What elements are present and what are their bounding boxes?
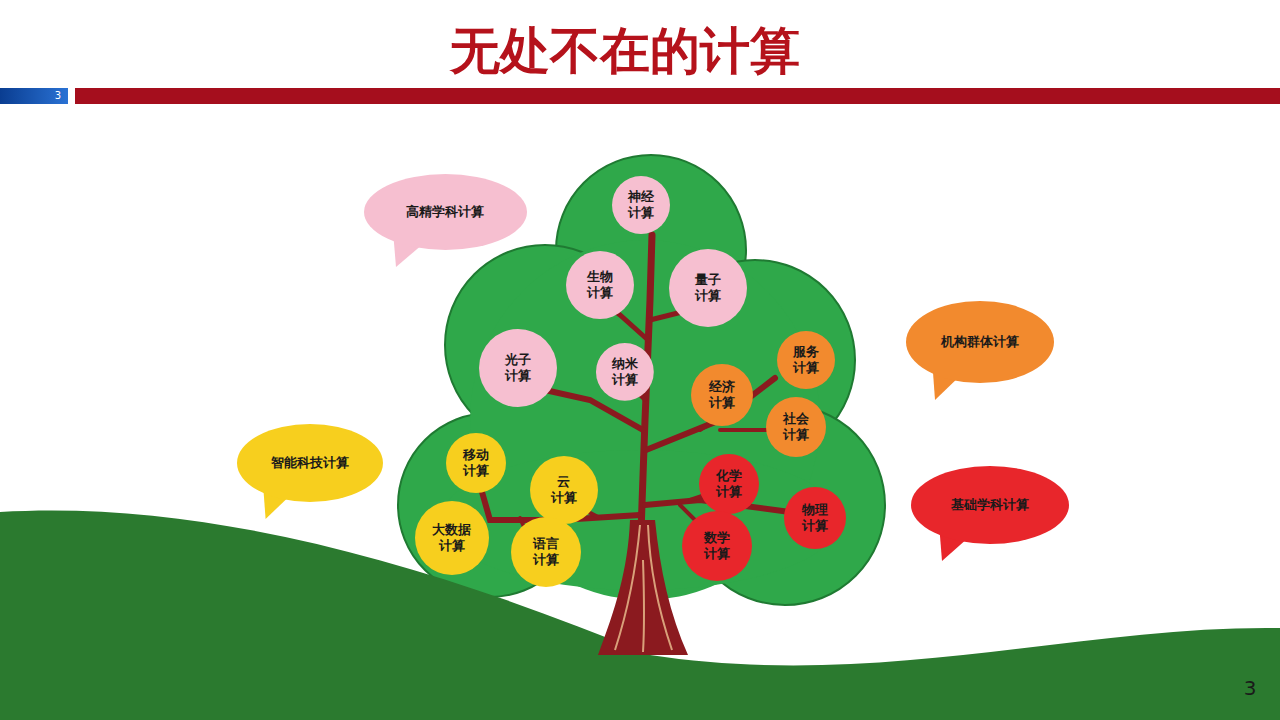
speech-bubble: 高精学科计算 xyxy=(363,173,528,251)
header-bar-red xyxy=(75,88,1280,104)
tree-branches xyxy=(480,235,790,560)
circle-label: 光子 计算 xyxy=(498,352,538,385)
circle-label: 语言 计算 xyxy=(526,536,566,569)
circle-label: 化学 计算 xyxy=(709,468,749,501)
speech-bubble: 基础学科计算 xyxy=(910,465,1070,545)
circle-label: 经济 计算 xyxy=(702,379,742,412)
bubble-label: 基础学科计算 xyxy=(951,497,1029,513)
topic-circle: 纳米 计算 xyxy=(595,342,655,402)
topic-circle: 大数据 计算 xyxy=(414,500,490,576)
topic-circle: 服务 计算 xyxy=(776,330,836,390)
page-number: 3 xyxy=(48,88,68,104)
topic-circle: 生物 计算 xyxy=(565,250,635,320)
circle-label: 移动 计算 xyxy=(456,447,496,480)
topic-circle: 量子 计算 xyxy=(668,248,748,328)
circle-label: 大数据 计算 xyxy=(432,522,472,555)
page-number: 3 xyxy=(1238,676,1262,700)
circle-label: 服务 计算 xyxy=(786,344,826,377)
circle-label: 纳米 计算 xyxy=(605,356,645,389)
topic-circle: 社会 计算 xyxy=(765,396,827,458)
circle-label: 神经 计算 xyxy=(621,189,661,222)
slide-title: 无处不在的计算 xyxy=(0,18,1250,85)
speech-bubble: 机构群体计算 xyxy=(905,300,1055,384)
topic-circle: 数学 计算 xyxy=(681,510,753,582)
topic-circle: 光子 计算 xyxy=(478,328,558,408)
circle-label: 量子 计算 xyxy=(688,272,728,305)
topic-circle: 移动 计算 xyxy=(445,432,507,494)
topic-circle: 化学 计算 xyxy=(698,453,760,515)
topic-circle: 语言 计算 xyxy=(510,516,582,588)
bubble-label: 高精学科计算 xyxy=(406,204,484,220)
circle-label: 物理 计算 xyxy=(795,502,835,535)
bubble-label: 智能科技计算 xyxy=(271,455,349,471)
topic-circle: 云 计算 xyxy=(529,455,599,525)
header-bar-blue xyxy=(0,88,68,104)
speech-bubble: 智能科技计算 xyxy=(236,423,384,503)
green-hill xyxy=(0,510,1280,720)
topic-circle: 物理 计算 xyxy=(783,486,847,550)
bubble-label: 机构群体计算 xyxy=(941,334,1019,350)
trunk-grain xyxy=(615,525,672,652)
circle-label: 云 计算 xyxy=(544,474,584,507)
circle-label: 生物 计算 xyxy=(580,269,620,302)
topic-circle: 经济 计算 xyxy=(690,363,754,427)
circle-label: 社会 计算 xyxy=(776,411,816,444)
circle-label: 数学 计算 xyxy=(697,530,737,563)
topic-circle: 神经 计算 xyxy=(611,175,671,235)
tree-trunk xyxy=(598,520,688,655)
